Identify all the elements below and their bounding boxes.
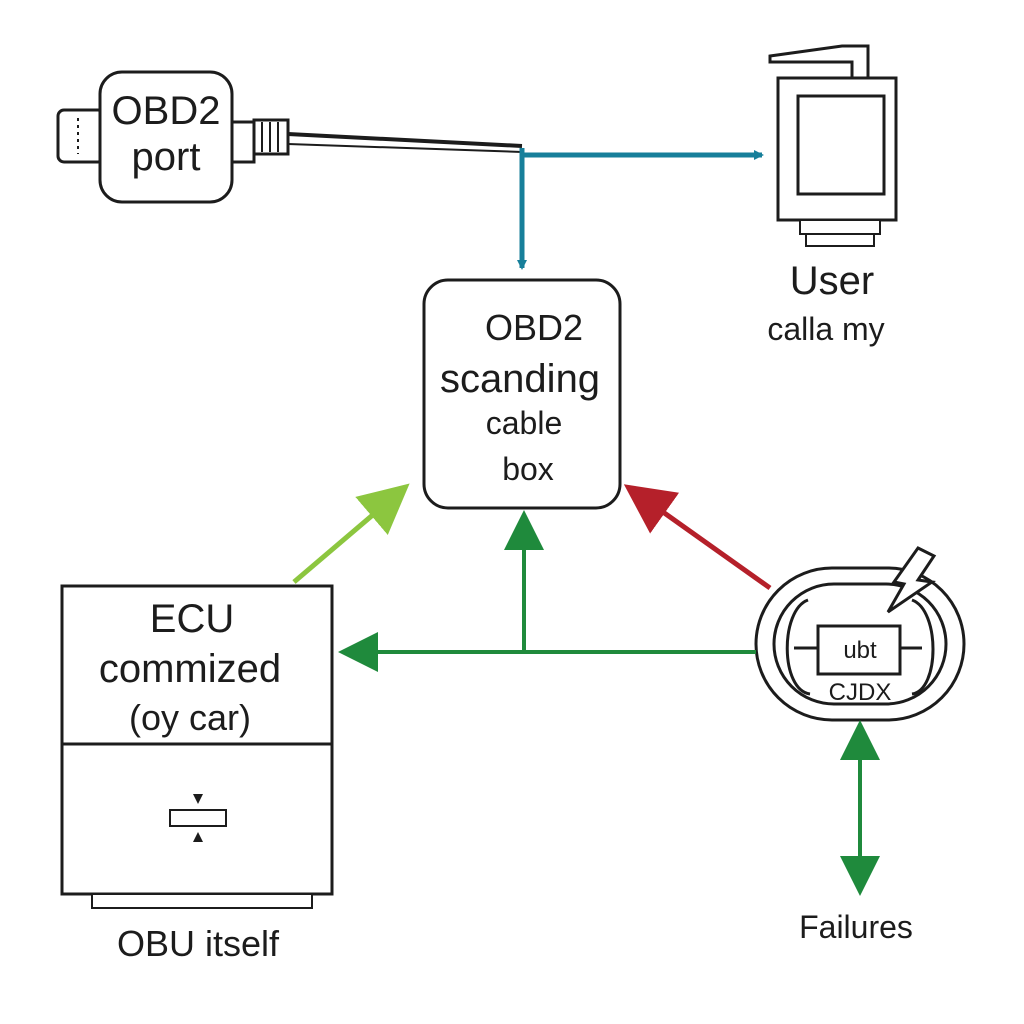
device-antenna-icon	[768, 44, 870, 80]
user-label: User	[790, 259, 874, 303]
obu-label: OBU itself	[117, 923, 280, 964]
chip-label-2: CJDX	[829, 679, 892, 706]
obd2-port-label-2: port	[132, 135, 201, 179]
ecu-node: ECU commized (oy car) OBU itself	[60, 584, 334, 964]
chip-icon	[816, 624, 902, 676]
chip-label-1: ubt	[843, 637, 877, 664]
scanner-label-1: OBD2	[485, 307, 583, 348]
failures-label: Failures	[799, 909, 913, 945]
obd2-port-label-1: OBD2	[112, 89, 221, 133]
scanner-label-2: scanding	[440, 357, 600, 401]
ecu-label-3: (oy car)	[129, 697, 251, 738]
obd2-port-node: OBD2 port	[56, 70, 290, 204]
scanner-label-4: box	[502, 451, 554, 487]
obd2-scanner-box	[422, 278, 622, 510]
ecu-label-1: ECU	[150, 597, 234, 641]
user-device-node: User calla my	[767, 44, 898, 347]
scanner-label-3: cable	[486, 405, 563, 441]
lightning-icon	[886, 546, 937, 614]
obd2-cable	[287, 132, 523, 148]
failure-sensor-node: ubt CJDX	[754, 546, 966, 722]
ecu-label-2: commized	[99, 647, 281, 691]
obd2-port-plug-icon	[56, 108, 106, 164]
adjust-icon	[169, 794, 227, 842]
user-sublabel: calla my	[767, 311, 884, 347]
arrow-sensor-to-scanner	[623, 484, 772, 591]
obd2-scanner-node: OBD2 scanding cable box	[422, 278, 622, 510]
arrow-ecu-to-scanner	[292, 483, 410, 584]
